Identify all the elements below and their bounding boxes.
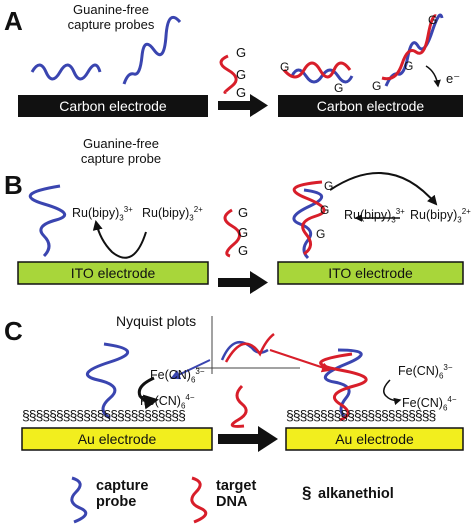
ru3-label-left: Ru(bipy)33+ xyxy=(72,205,133,223)
panel-letter-c: C xyxy=(4,316,23,346)
target-dna-c-free xyxy=(230,384,248,428)
guanine-label-a-hybrid-5: G xyxy=(428,13,438,27)
guanine-label-a-hybrid-2: G xyxy=(334,81,344,95)
ito-electrode-right xyxy=(277,261,464,285)
nyquist-inset xyxy=(196,316,300,374)
guanine-label-b-hybrid-3: G xyxy=(316,227,326,241)
electrode-label-a-left: Carbon electrode xyxy=(59,98,167,114)
guanine-label-b-free-1: G xyxy=(238,205,249,220)
panel-letter-a: A xyxy=(4,6,23,36)
au-electrode-right xyxy=(285,427,464,451)
fe4-label-left: Fe(CN)64− xyxy=(140,393,195,411)
fe3-label-right: Fe(CN)63− xyxy=(398,363,453,381)
process-arrow-b xyxy=(218,271,268,294)
legend-alkanethiol-label: alkanethiol xyxy=(318,486,394,502)
hybrid-target-a1 xyxy=(282,61,352,79)
carbon-electrode-right xyxy=(278,95,463,117)
carbon-electrode-left xyxy=(18,95,208,117)
guanine-label-a-hybrid-1: G xyxy=(280,60,290,74)
ru-cycle-arrow-left xyxy=(92,220,147,259)
electrode-label-b-right: ITO electrode xyxy=(328,265,413,281)
redox-arrow-c-right xyxy=(383,379,402,406)
electrode-label-c-right: Au electrode xyxy=(335,431,414,447)
hybrid-target-c xyxy=(319,352,368,422)
capture-probe-c xyxy=(86,342,129,420)
guanine-label-b-hybrid-2: G xyxy=(320,203,330,217)
hybrid-target-a2 xyxy=(381,14,437,81)
hybrid-target-b xyxy=(292,180,326,256)
electrode-label-b-left: ITO electrode xyxy=(70,265,156,281)
electrode-label-c-left: Au electrode xyxy=(77,431,157,447)
guanine-label-b-free-2: G xyxy=(238,225,249,240)
ru2-label-right: Ru(bipy)32+ xyxy=(410,207,471,225)
nyquist-plots-label: Nyquist plots xyxy=(116,313,197,329)
target-dna-b-free xyxy=(223,208,241,258)
au-electrode-left xyxy=(21,427,213,451)
guanine-free-probe-label-line2: capture probe xyxy=(80,151,162,166)
ru2-label-left: Ru(bipy)32+ xyxy=(142,205,203,223)
legend-target-dna-label: target DNA xyxy=(216,478,257,510)
legend-target-dna-swatch xyxy=(190,476,208,524)
guanine-free-probe-label-line1: Guanine-free xyxy=(83,136,159,151)
panel-letter-b: B xyxy=(4,170,23,200)
capture-probe-b xyxy=(28,184,67,258)
capture-probe-a2 xyxy=(122,15,182,85)
process-arrow-c xyxy=(218,426,278,452)
hybrid-probe-a1 xyxy=(290,68,354,84)
capture-probe-a1 xyxy=(30,63,102,81)
guanine-label-a-free-2: G xyxy=(236,67,247,82)
redox-arrow-c-left xyxy=(137,376,159,410)
guanine-label-b-free-3: G xyxy=(238,243,249,258)
legend-capture-probe-swatch xyxy=(70,476,88,524)
electron-label: e⁻ xyxy=(446,71,461,86)
nyquist-red-pointer xyxy=(269,349,332,373)
guanine-free-probes-label: Guanine-free capture probes xyxy=(56,2,166,32)
ito-electrode-left xyxy=(17,261,209,285)
guanine-free-probe-label: Guanine-free capture probe xyxy=(66,136,176,166)
target-dna-a-free xyxy=(219,54,238,94)
ru3-label-right: Ru(bipy)33+ xyxy=(344,207,405,225)
electron-transfer-arrow xyxy=(425,65,441,88)
fe4-label-right: Fe(CN)64− xyxy=(402,395,457,413)
electrode-label-a-right: Carbon electrode xyxy=(316,98,425,114)
guanine-label-a-free-1: G xyxy=(236,45,247,60)
ru-oxidation-arrow xyxy=(329,171,438,206)
alkanethiol-layer-left: §§§§§§§§§§§§§§§§§§§§§§§§ xyxy=(22,408,186,422)
process-arrow-a xyxy=(218,94,268,117)
legend-alkanethiol-swatch: § xyxy=(302,483,312,502)
legend-capture-probe-label: capture probe xyxy=(96,478,149,510)
fe3-label-left: Fe(CN)63− xyxy=(150,367,205,385)
alkanethiol-layer-right: §§§§§§§§§§§§§§§§§§§§§§ xyxy=(286,408,436,422)
guanine-label-a-free-3: G xyxy=(236,85,247,100)
guanine-label-b-hybrid-1: G xyxy=(324,179,334,193)
hybrid-probe-b xyxy=(292,188,323,260)
guanine-free-probes-label-line2: capture probes xyxy=(67,17,155,32)
nyquist-blue-pointer xyxy=(170,359,211,380)
guanine-free-probes-label-line1: Guanine-free xyxy=(73,2,149,17)
guanine-label-a-hybrid-4: G xyxy=(404,59,414,73)
guanine-label-a-hybrid-3: G xyxy=(372,79,382,93)
